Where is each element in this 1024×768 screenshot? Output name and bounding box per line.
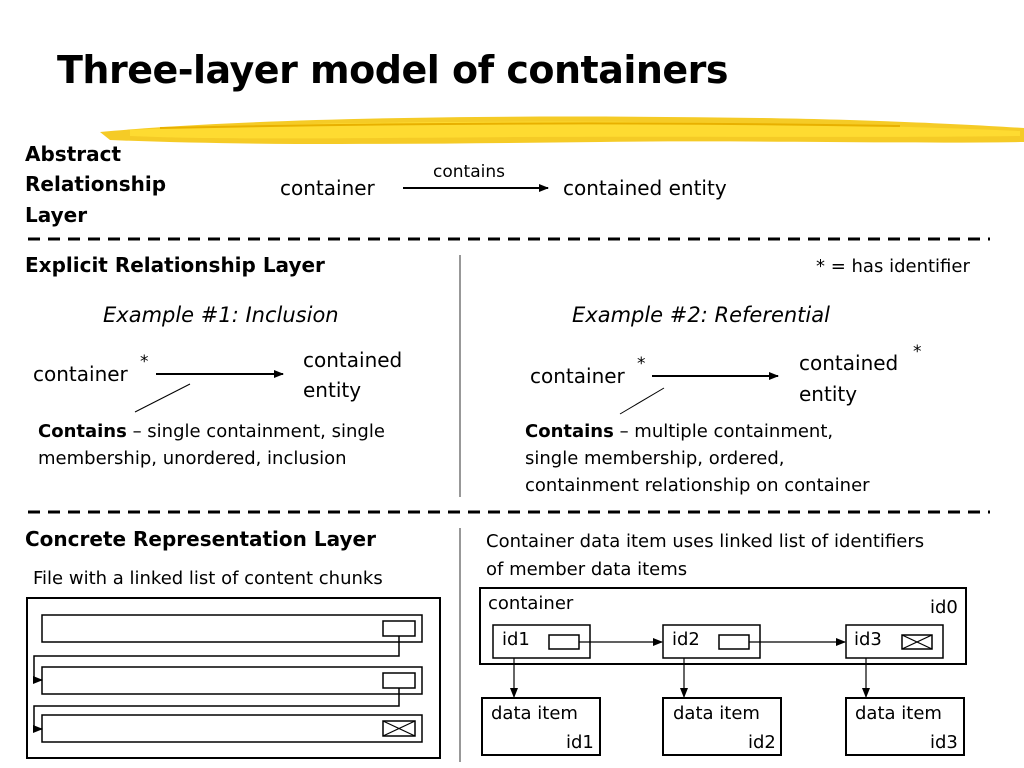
chunk-2 [41, 666, 423, 695]
concrete-layer-label: Concrete Representation Layer [25, 527, 376, 551]
data-item-3-label: data item [855, 703, 942, 724]
example2-contained-star: * [913, 342, 922, 362]
container-caption-1: Container data item uses linked list of … [486, 531, 925, 552]
data-item-2-label: data item [673, 703, 760, 724]
example1-desc-rest: – single containment, single [126, 421, 385, 442]
example2-description-1: Contains – multiple containment, [525, 421, 833, 442]
example2-description-3: containment relationship on container [525, 475, 870, 496]
explicit-layer-label: Explicit Relationship Layer [25, 253, 325, 277]
list-node-1-id: id1 [502, 629, 530, 650]
abstract-layer-label-1: Abstract [25, 142, 122, 166]
example1-desc-bold: Contains [38, 421, 127, 442]
example1-description-1: Contains – single containment, single [38, 421, 385, 442]
data-item-box-2 [662, 697, 782, 756]
container-box [479, 587, 967, 698]
file-caption: File with a linked list of content chunk… [33, 568, 383, 589]
abstract-target-label: contained entity [563, 176, 727, 200]
data-item-box-3 [845, 697, 965, 756]
identifier-note: * = has identifier [816, 256, 970, 277]
data-item-box-1 [481, 697, 601, 756]
example1-pointer-line [134, 383, 191, 413]
data-item-1-label: data item [491, 703, 578, 724]
example2-heading: Example #2: Referential [572, 303, 830, 327]
slide-title: Three-layer model of containers [57, 48, 729, 92]
abstract-layer-label-2: Relationship [25, 172, 167, 196]
chunk-1 [41, 614, 423, 643]
container-box-label: container [488, 593, 574, 614]
file-box [26, 597, 441, 759]
chunk-3 [41, 714, 423, 743]
data-item-3-id: id3 [930, 732, 958, 753]
list-node-3-id: id3 [854, 629, 882, 650]
example1-heading: Example #1: Inclusion [103, 303, 339, 327]
list-node-2-id: id2 [672, 629, 700, 650]
example2-desc-bold: Contains [525, 421, 614, 442]
example2-description-2: single membership, ordered, [525, 448, 785, 469]
data-item-2-id: id2 [748, 732, 776, 753]
example1-description-2: membership, unordered, inclusion [38, 448, 347, 469]
data-item-1-id: id1 [566, 732, 594, 753]
example2-container-star: * [637, 354, 646, 374]
example2-contained-1: contained [799, 351, 899, 375]
abstract-source-label: container [280, 176, 375, 200]
example1-container: container [33, 362, 128, 386]
example2-pointer-line [619, 387, 665, 415]
title-underline-brush [100, 116, 1024, 144]
example1-contained-2: entity [303, 378, 362, 402]
example2-desc-rest: – multiple containment, [613, 421, 834, 442]
abstract-relation-label: contains [433, 162, 505, 182]
container-box-id: id0 [930, 597, 958, 618]
example1-container-star: * [140, 352, 149, 372]
example1-contained-1: contained [303, 348, 403, 372]
example2-contained-2: entity [799, 382, 858, 406]
example2-container: container [530, 364, 625, 388]
container-caption-2: of member data items [486, 559, 688, 580]
abstract-layer-label-3: Layer [25, 203, 88, 227]
